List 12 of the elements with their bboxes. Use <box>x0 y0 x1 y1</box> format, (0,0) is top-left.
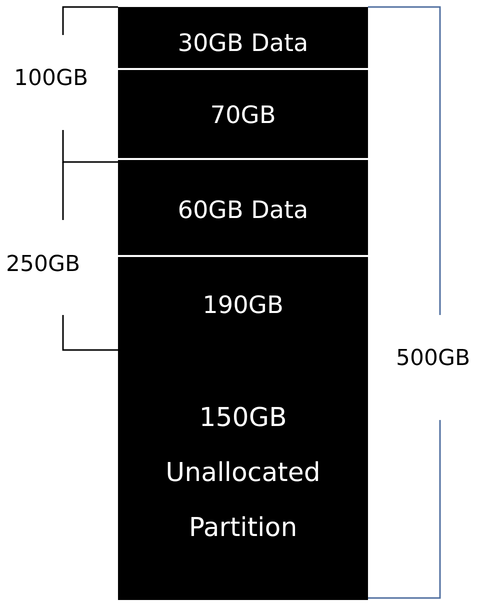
size-label: 100GB <box>14 66 88 91</box>
storage-segment <box>118 257 368 600</box>
segment-label: 70GB <box>209 100 277 131</box>
size-label: 250GB <box>6 252 80 277</box>
segment-label: 190GB <box>202 290 284 321</box>
segment-label: 60GB Data <box>176 195 310 226</box>
storage-segment <box>118 70 368 158</box>
storage-segment <box>118 160 368 255</box>
segment-label: 30GB Data <box>176 28 310 59</box>
storage-segment <box>118 7 368 68</box>
size-label: 500GB <box>396 346 470 371</box>
segment-label: 150GB Unallocated Partition <box>164 402 322 545</box>
